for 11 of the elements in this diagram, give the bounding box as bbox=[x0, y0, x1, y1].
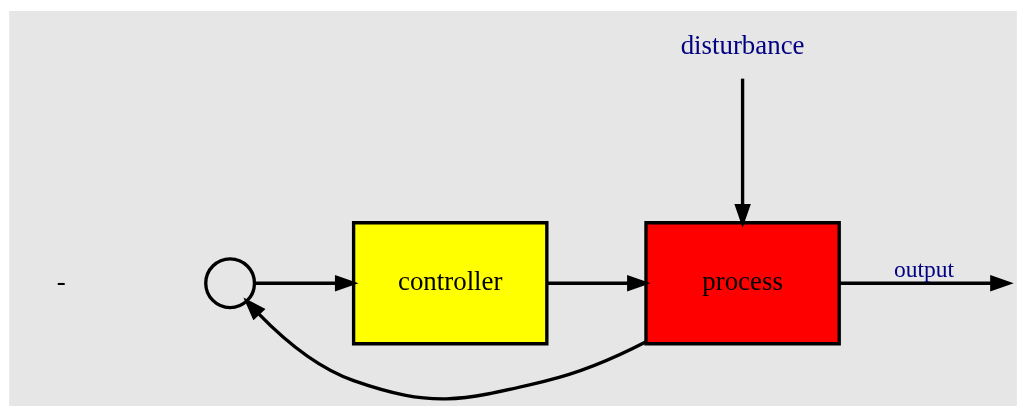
arrow bbox=[255, 274, 359, 292]
node-circle bbox=[204, 257, 257, 310]
arrow bbox=[243, 297, 647, 401]
node-text: disturbance bbox=[680, 30, 805, 61]
node-box: controller bbox=[351, 221, 549, 346]
arrow bbox=[547, 274, 651, 292]
arrow bbox=[734, 78, 751, 228]
edge-label: output bbox=[894, 255, 955, 282]
node-box: process bbox=[644, 221, 841, 346]
arrow bbox=[839, 274, 1014, 292]
label: - bbox=[56, 265, 66, 296]
